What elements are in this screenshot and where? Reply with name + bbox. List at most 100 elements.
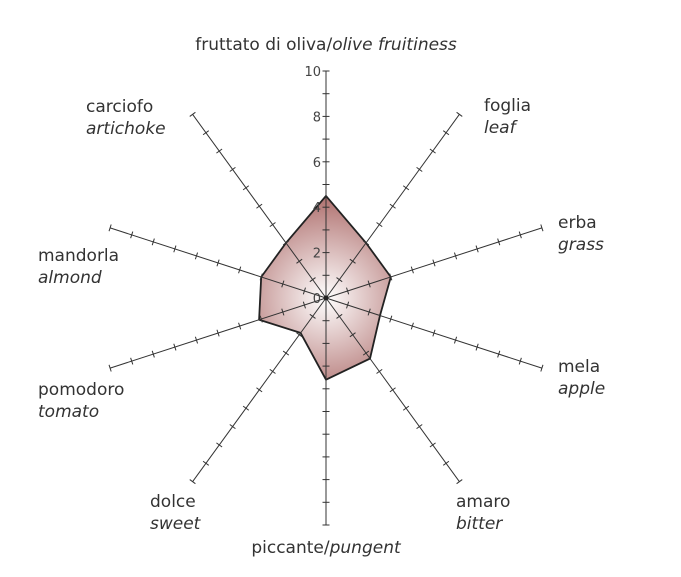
axis-tick — [309, 313, 316, 319]
axis-tick — [296, 332, 303, 338]
axis-tick — [194, 336, 199, 344]
axis-tick — [362, 350, 370, 356]
axis-tick — [194, 252, 199, 260]
axis-tick — [432, 329, 436, 337]
tick-label: 8 — [313, 110, 321, 125]
axis-tick — [389, 273, 393, 281]
axis-tick — [130, 357, 134, 365]
axis-tick — [367, 308, 371, 316]
axis-tick — [216, 148, 223, 154]
series-polygon — [258, 194, 392, 381]
axis-tick — [229, 424, 236, 430]
axis-tick — [453, 336, 458, 344]
axis-tick — [416, 424, 423, 430]
axis-tick — [281, 280, 285, 288]
axis-tick — [402, 405, 410, 411]
tick-labels: 0 2 4 6 8 10 — [304, 65, 321, 307]
center-dot — [323, 295, 329, 301]
axis-tick — [432, 259, 436, 267]
axis-tick — [202, 130, 210, 136]
axis-tick — [309, 277, 316, 283]
axis-tick — [429, 148, 436, 154]
axis-tick — [376, 368, 383, 374]
axes — [108, 70, 544, 526]
axis-tick — [336, 277, 343, 283]
axis-tick — [416, 166, 423, 172]
axis-tick — [269, 222, 276, 228]
axis-tick — [238, 322, 242, 330]
axis-tick — [282, 350, 290, 356]
axis-tick — [402, 185, 410, 191]
axis-tick — [346, 287, 350, 295]
axis-tick — [376, 222, 383, 228]
axis-tick — [189, 111, 196, 117]
axis-tick — [281, 308, 285, 316]
axis-tick — [256, 387, 263, 393]
axis-label-pungent: piccante/pungent — [251, 538, 401, 558]
axis-tick — [173, 343, 177, 351]
axis-tick — [456, 479, 463, 485]
axis-tick — [216, 259, 220, 267]
axis-tick — [410, 322, 414, 330]
axis-tick — [216, 329, 220, 337]
axis-tick — [259, 315, 263, 323]
label-en: olive fruitiness — [332, 35, 457, 55]
tick-label: 4 — [313, 201, 321, 216]
axis-tick — [518, 231, 522, 239]
tick-label: 6 — [313, 156, 321, 171]
axis-tick — [518, 357, 522, 365]
data-series — [258, 194, 392, 381]
axis-tick — [259, 273, 263, 281]
axis-tick — [256, 203, 263, 209]
axis-tick — [456, 111, 463, 117]
axis-tick — [453, 252, 458, 260]
axis-tick — [216, 442, 223, 448]
axis-tick — [346, 301, 350, 309]
axis-tick — [108, 224, 112, 232]
axis-tick — [475, 245, 479, 253]
tick-label: 0 — [313, 292, 321, 307]
tick-label: 10 — [304, 65, 321, 80]
axis-tick — [269, 368, 276, 374]
axis-tick — [282, 240, 290, 246]
axis-tick — [349, 332, 356, 338]
axis-tick — [130, 231, 134, 239]
axis-tick — [389, 203, 396, 209]
axis-tick — [242, 185, 250, 191]
axis-tick — [189, 479, 196, 485]
tick-label: 2 — [313, 247, 321, 262]
axis-tick — [202, 460, 210, 466]
axis-tick — [349, 258, 356, 264]
axis-tick — [302, 301, 306, 309]
axis-tick — [442, 460, 450, 466]
axis-tick — [302, 287, 306, 295]
axis-tick — [296, 258, 303, 264]
axis-label-olive-fruitiness: fruttato di oliva/olive fruitiness — [195, 35, 457, 55]
axis-tick — [362, 240, 370, 246]
axis-tick — [497, 350, 501, 358]
axis-tick — [242, 405, 250, 411]
axis-tick — [497, 238, 501, 246]
axis-tick — [540, 224, 544, 232]
axis-tick — [389, 387, 396, 393]
axis-tick — [442, 130, 450, 136]
axis-tick — [336, 313, 343, 319]
axis-tick — [540, 364, 544, 372]
axis-tick — [389, 315, 393, 323]
axis-tick — [367, 280, 371, 288]
axis-tick — [151, 238, 155, 246]
axis-tick — [151, 350, 155, 358]
axis-tick — [173, 245, 177, 253]
axis-tick — [410, 266, 414, 274]
axis-tick — [429, 442, 436, 448]
label-it: fruttato di oliva — [195, 35, 327, 55]
